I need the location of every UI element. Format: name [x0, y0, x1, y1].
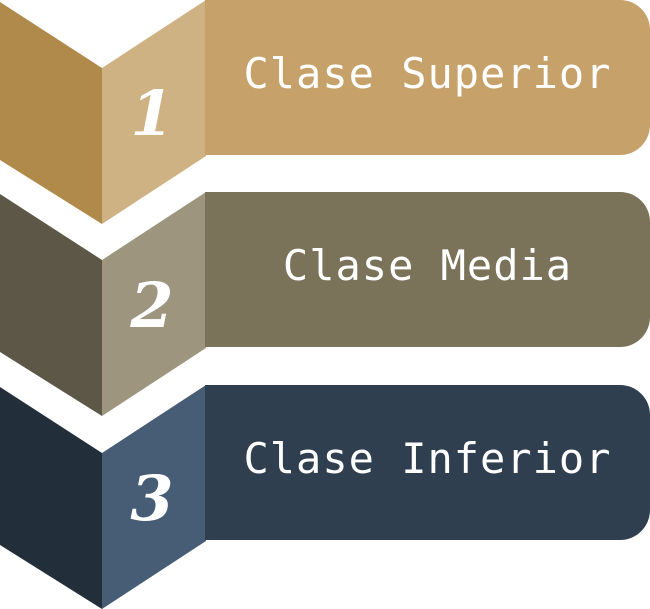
level-2: 2 Clase Media	[0, 192, 650, 416]
level-1-bar: Clase Superior	[205, 0, 650, 155]
level-2-cube: 2	[0, 192, 206, 416]
level-3-number: 3	[130, 462, 173, 535]
level-1-label: Clase Superior	[243, 49, 612, 98]
level-1-cube: 1	[0, 0, 206, 224]
level-2-cube-right-face	[102, 192, 206, 416]
level-3-bar: Clase Inferior	[205, 385, 650, 540]
level-1-cube-left-face	[0, 2, 102, 224]
level-3-cube-right-face	[102, 385, 206, 609]
level-2-bar: Clase Media	[205, 192, 650, 347]
level-1: 1 Clase Superior	[0, 0, 650, 224]
level-3-cube: 3	[0, 385, 206, 609]
level-3: 3 Clase Inferior	[0, 385, 650, 609]
level-1-number: 1	[130, 77, 173, 150]
level-1-cube-right-face	[102, 0, 206, 224]
level-2-number: 2	[129, 269, 173, 342]
level-3-cube-left-face	[0, 387, 102, 609]
level-3-label: Clase Inferior	[243, 434, 612, 483]
level-2-label: Clase Media	[282, 241, 573, 290]
level-2-cube-left-face	[0, 194, 102, 416]
